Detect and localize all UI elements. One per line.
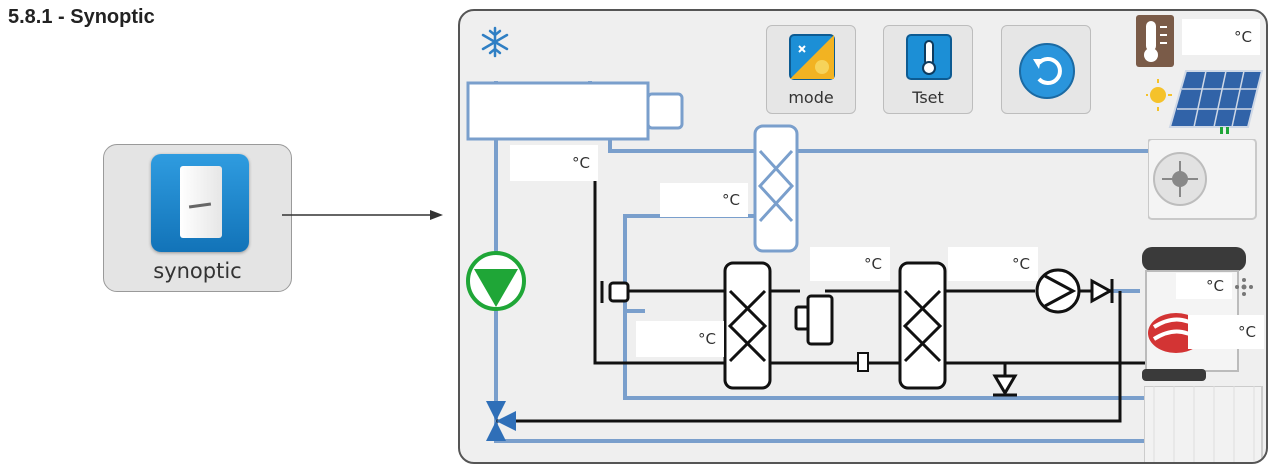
section-heading: 5.8.1 - Synoptic: [8, 6, 155, 28]
hx2-out-temp-value: °C: [948, 247, 1038, 281]
hx1-out-temp-value: °C: [810, 247, 890, 281]
tset-label: Tset: [912, 88, 944, 107]
fan-dots-icon: [1235, 278, 1253, 296]
water-pump-icon: [466, 251, 526, 311]
tset-button[interactable]: Tset: [883, 25, 973, 114]
supply-temp-value: °C: [510, 145, 598, 181]
outdoor-temp-value: °C: [1182, 19, 1260, 55]
mode-button[interactable]: mode: [766, 25, 856, 114]
snowflake-icon: [481, 26, 509, 58]
thermometer-icon: [906, 34, 952, 80]
outdoor-unit-icon: [1148, 139, 1257, 220]
synoptic-panel: mode Tset °C: [458, 9, 1268, 464]
synoptic-launcher-button[interactable]: synoptic: [103, 144, 292, 292]
mode-label: mode: [788, 88, 834, 107]
boiler-unit-icon: [151, 154, 249, 252]
launcher-label: synoptic: [153, 259, 242, 283]
dhw-coil-temp-value: °C: [1188, 315, 1264, 349]
mode-icon: [789, 34, 835, 80]
indoor-unit-icon: [1144, 386, 1263, 462]
hydraulic-diagram: [466, 81, 1170, 443]
three-way-valve-icon: [486, 401, 516, 441]
back-arrow-icon: [1019, 43, 1075, 99]
hx-outdoor-temp-value: °C: [660, 183, 748, 217]
dhw-tank-icon: [1142, 247, 1246, 381]
dhw-top-temp-value: °C: [1176, 273, 1232, 299]
back-button[interactable]: [1001, 25, 1091, 114]
solar-panel-icon: [1146, 70, 1264, 134]
outdoor-thermometer-icon: [1136, 15, 1174, 67]
return-temp-value: °C: [636, 321, 724, 357]
pointer-arrow: [282, 210, 443, 220]
